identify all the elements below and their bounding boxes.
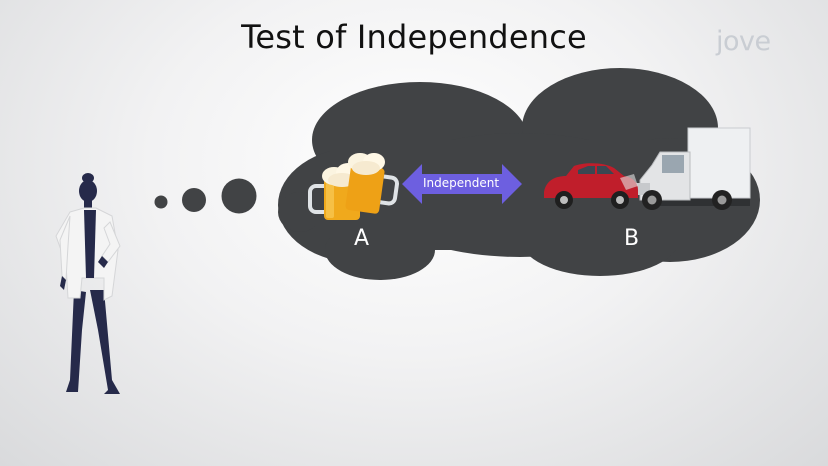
event-b-label: B — [624, 226, 640, 251]
thought-dot-medium — [182, 188, 206, 212]
car-crash-icon — [544, 127, 751, 210]
beer-mugs-icon — [308, 153, 399, 220]
page-title: Test of Independence — [241, 18, 587, 56]
jove-logo: jove — [716, 26, 771, 57]
independent-double-arrow — [402, 164, 522, 204]
event-a-label: A — [354, 226, 370, 251]
scientist-silhouette-icon — [55, 173, 121, 394]
independent-label: Independent — [422, 176, 500, 190]
thought-dot-large — [221, 178, 257, 214]
thought-dot-small — [154, 195, 168, 209]
